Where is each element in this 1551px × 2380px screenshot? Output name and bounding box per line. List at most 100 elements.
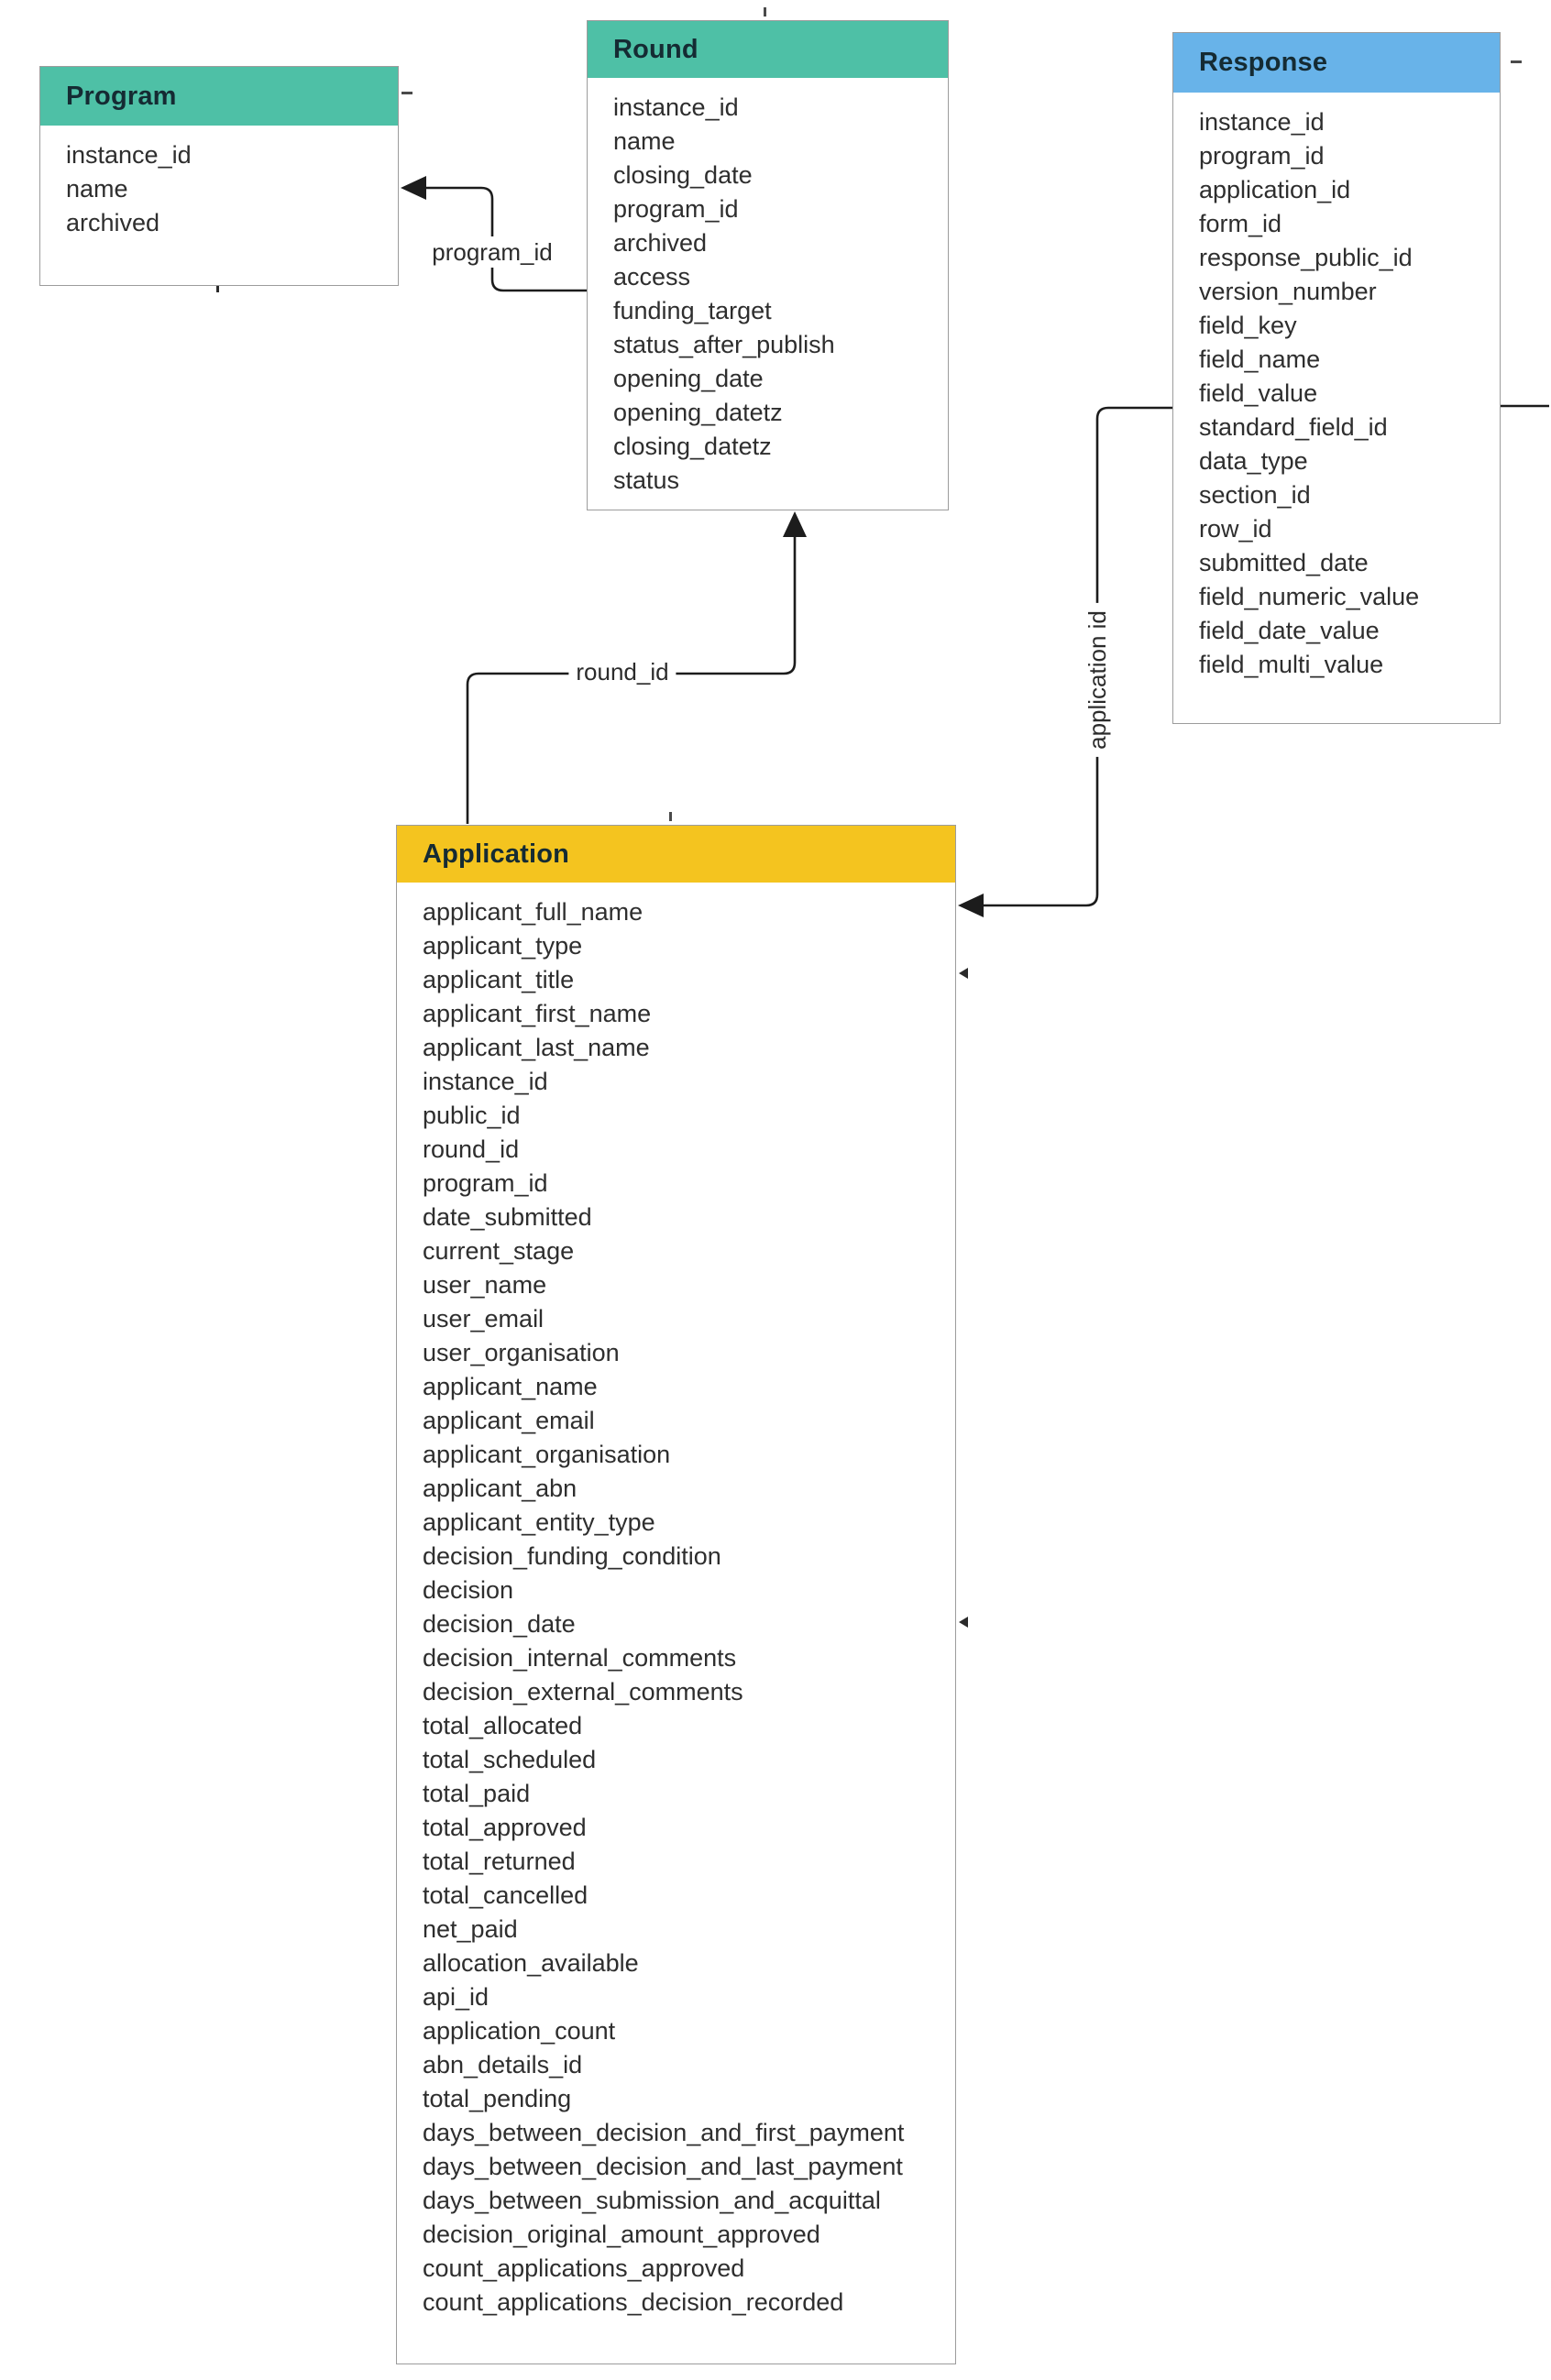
field-row: standard_field_id [1199, 413, 1388, 441]
field-row: applicant_organisation [423, 1441, 671, 1468]
field-row: opening_datetz [613, 399, 783, 426]
field-row: submitted_date [1199, 549, 1369, 576]
field-row: program_id [423, 1169, 548, 1197]
field-row: applicant_title [423, 966, 575, 993]
field-row: funding_target [613, 297, 772, 324]
field-row: user_name [423, 1271, 547, 1299]
field-row: closing_date [613, 161, 753, 189]
stray-mark [216, 280, 219, 292]
stray-arrowhead-mark [959, 968, 968, 979]
field-row: decision_internal_comments [423, 1644, 737, 1672]
field-row: archived [613, 229, 708, 257]
field-row: allocation_available [423, 1949, 639, 1977]
field-row: instance_id [613, 93, 739, 121]
entity-round-header: Round [588, 21, 948, 78]
stray-mark [669, 812, 672, 821]
field-row: total_paid [423, 1780, 531, 1807]
entity-response-title: Response [1199, 48, 1328, 77]
field-row: version_number [1199, 278, 1377, 305]
field-row: total_returned [423, 1848, 576, 1875]
field-row: field_name [1199, 345, 1321, 373]
field-row: decision_date [423, 1610, 576, 1638]
field-row: name [66, 175, 128, 203]
field-row: row_id [1199, 515, 1272, 543]
field-row: field_value [1199, 379, 1318, 407]
field-row: program_id [613, 195, 739, 223]
field-row: total_allocated [423, 1712, 583, 1739]
relationship-label-round-id: round_id [568, 656, 676, 687]
field-row: application_count [423, 2017, 616, 2045]
field-row: program_id [1199, 142, 1325, 170]
entity-response-header: Response [1173, 33, 1500, 93]
entity-response-fields: instance_id program_id application_id form_… [1173, 93, 1500, 682]
field-row: public_id [423, 1102, 521, 1129]
entity-application-header: Application [397, 826, 955, 883]
field-row: applicant_name [423, 1373, 598, 1400]
field-row: user_email [423, 1305, 544, 1333]
field-row: api_id [423, 1983, 490, 2011]
field-row: days_between_decision_and_last_payment [423, 2153, 903, 2180]
field-row: count_applications_decision_recorded [423, 2288, 844, 2316]
field-row: applicant_last_name [423, 1034, 650, 1061]
field-row: total_pending [423, 2085, 572, 2112]
field-row: field_date_value [1199, 617, 1380, 644]
field-row: days_between_decision_and_first_payment [423, 2119, 905, 2146]
entity-application-title: Application [423, 839, 570, 869]
connector-application-id [983, 406, 1172, 907]
field-row: applicant_full_name [423, 898, 644, 926]
field-row: count_applications_approved [423, 2254, 745, 2282]
field-row: total_approved [423, 1814, 587, 1841]
field-row: round_id [423, 1135, 520, 1163]
field-row: data_type [1199, 447, 1308, 475]
field-row: abn_details_id [423, 2051, 583, 2078]
entity-program-header: Program [40, 67, 398, 126]
arrowhead-round-id [783, 511, 807, 537]
arrowhead-application-id [958, 894, 984, 917]
arrowhead-program-id [401, 176, 426, 200]
field-row: total_scheduled [423, 1746, 597, 1773]
field-row: applicant_entity_type [423, 1508, 655, 1536]
field-row: form_id [1199, 210, 1282, 237]
field-row: total_cancelled [423, 1881, 588, 1909]
field-row: status [613, 466, 680, 494]
field-row: applicant_abn [423, 1475, 578, 1502]
field-row: response_public_id [1199, 244, 1413, 271]
entity-round-title: Round [613, 34, 698, 64]
field-row: date_submitted [423, 1203, 592, 1231]
field-row: field_numeric_value [1199, 583, 1420, 610]
relationship-label-application-id: application id [1082, 603, 1113, 757]
field-row: applicant_first_name [423, 1000, 652, 1027]
field-row: field_key [1199, 312, 1297, 339]
field-row: decision_external_comments [423, 1678, 743, 1705]
field-row: name [613, 127, 676, 155]
field-row: archived [66, 209, 160, 236]
field-row: application_id [1199, 176, 1351, 203]
stray-mark [1511, 60, 1522, 63]
field-row: current_stage [423, 1237, 575, 1265]
entity-program-title: Program [66, 81, 177, 111]
field-row: status_after_publish [613, 331, 835, 358]
field-row: user_organisation [423, 1339, 620, 1366]
field-row: net_paid [423, 1915, 518, 1943]
entity-response: Response instance_id program_id applicatio… [1172, 32, 1501, 724]
stray-mark [764, 7, 766, 16]
field-row: section_id [1199, 481, 1311, 509]
field-row: field_multi_value [1199, 651, 1384, 678]
field-row: instance_id [66, 141, 192, 169]
field-row: applicant_type [423, 932, 583, 960]
field-row: instance_id [1199, 108, 1325, 136]
field-row: opening_date [613, 365, 764, 392]
field-row: closing_datetz [613, 433, 772, 460]
field-row: decision_original_amount_approved [423, 2221, 820, 2248]
stray-mark [402, 92, 412, 94]
stray-arrowhead-mark [959, 1617, 968, 1628]
field-row: applicant_email [423, 1407, 595, 1434]
relationship-label-program-id: program_id [424, 236, 560, 268]
